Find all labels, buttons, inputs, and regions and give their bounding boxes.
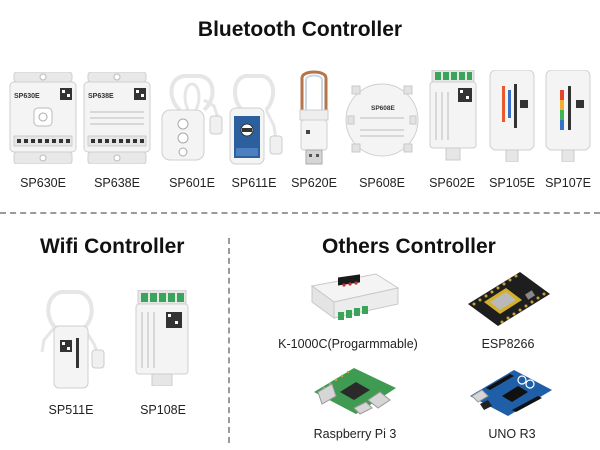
esp8266-label: ESP8266 — [481, 337, 535, 351]
sp630e-label: SP630E — [20, 176, 66, 190]
sp511e-label: SP511E — [48, 403, 94, 417]
sp611e-label: SP611E — [231, 176, 277, 190]
sp602e-label: SP602E — [429, 176, 475, 190]
sp630e-device-image: SP630E — [8, 72, 78, 164]
sp620e-device-image — [294, 68, 334, 166]
sp108e-device-image — [132, 290, 192, 386]
horizontal-divider — [0, 212, 600, 214]
sp601e-device-image — [158, 70, 226, 166]
esp8266-board-image — [462, 268, 554, 332]
arduino-uno-board-image — [466, 362, 556, 422]
sp608e-label: SP608E — [359, 176, 405, 190]
k1000c-device-image — [306, 268, 402, 330]
sp608e-device-print: SP608E — [371, 105, 396, 112]
sp638e-device-image: SP638E — [82, 72, 152, 164]
sp608e-device-image: SP608E — [344, 78, 420, 162]
sp601e-label: SP601E — [169, 176, 215, 190]
others-section-title: Others Controller — [322, 235, 496, 258]
sp107e-label: SP107E — [545, 176, 591, 190]
sp638e-label: SP638E — [94, 176, 140, 190]
sp620e-label: SP620E — [291, 176, 337, 190]
raspberry-pi-board-image — [310, 362, 400, 420]
sp630e-device-print: SP630E — [14, 93, 40, 100]
k1000c-label: K-1000C(Progarmmable) — [278, 337, 418, 351]
sp107e-device-image — [542, 70, 594, 162]
sp105e-label: SP105E — [489, 176, 535, 190]
sp108e-label: SP108E — [140, 403, 186, 417]
sp105e-device-image — [486, 70, 538, 162]
sp511e-device-image — [40, 288, 110, 392]
wifi-section-title: Wifi Controller — [40, 235, 185, 258]
sp611e-device-image — [226, 70, 286, 166]
bluetooth-section-title: Bluetooth Controller — [197, 18, 403, 41]
sp602e-device-image — [428, 70, 478, 162]
sp638e-device-print: SP638E — [88, 93, 114, 100]
raspberry-pi-label: Raspberry Pi 3 — [313, 427, 397, 441]
uno-r3-label: UNO R3 — [488, 427, 536, 441]
vertical-divider — [228, 238, 230, 443]
